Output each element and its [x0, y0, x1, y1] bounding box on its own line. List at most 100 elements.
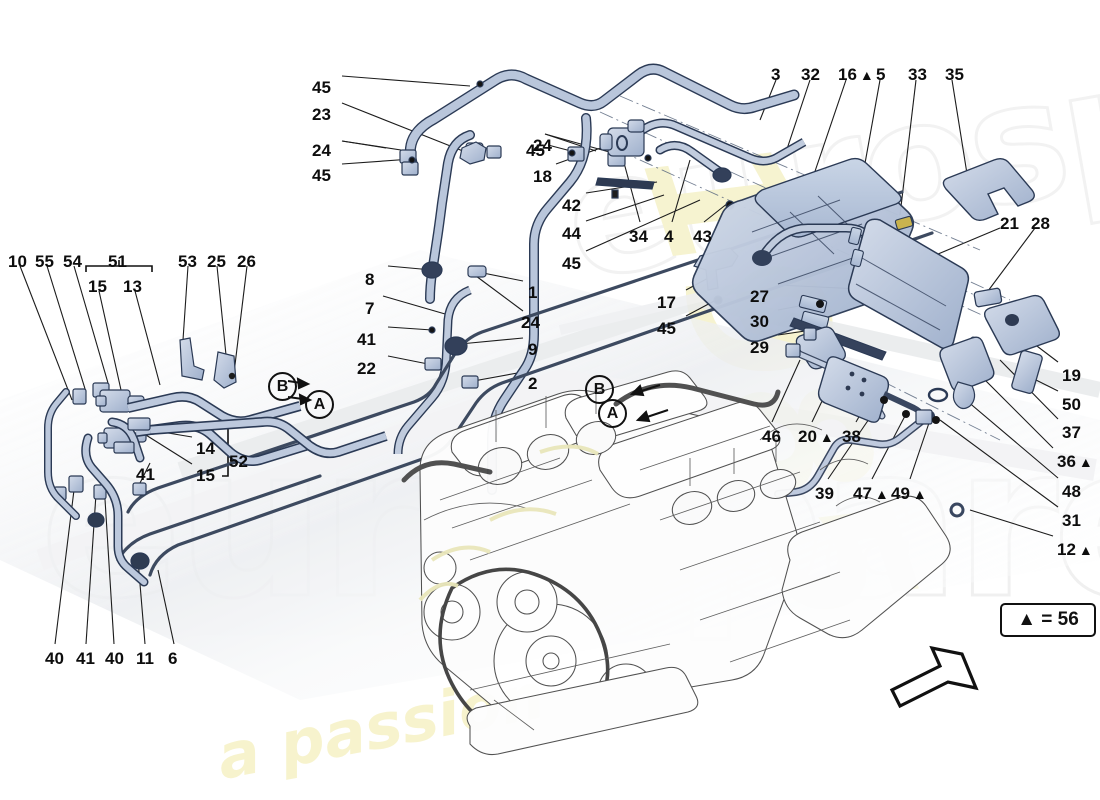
- leader-lines: [19, 75, 1059, 645]
- part-number-text: 12: [1057, 540, 1076, 559]
- part-number-label-31[interactable]: 31: [1062, 512, 1081, 529]
- part-number-label-54[interactable]: 54: [63, 253, 82, 270]
- part-number-label-28[interactable]: 28: [1031, 215, 1050, 232]
- part-number-label-34[interactable]: 34: [629, 228, 648, 245]
- part-number-label-53[interactable]: 53: [178, 253, 197, 270]
- part-number-label-51[interactable]: 51: [108, 253, 127, 270]
- triangle-icon: ▲: [859, 67, 874, 83]
- part-number-label-11[interactable]: 11: [136, 650, 154, 667]
- part-number-label-32[interactable]: 32: [801, 66, 820, 83]
- part-number-label-39[interactable]: 39: [815, 485, 834, 502]
- part-number-label-43[interactable]: 43: [693, 228, 712, 245]
- assembly-axes: [599, 95, 1031, 441]
- part-number-label-25[interactable]: 25: [207, 253, 226, 270]
- part-number-label-42[interactable]: 42: [562, 197, 581, 214]
- part-number-text: 33: [908, 65, 927, 84]
- triangle-icon: ▲: [874, 486, 889, 502]
- part-number-label-14[interactable]: 14: [196, 440, 215, 457]
- part-number-label-16[interactable]: 16▲: [838, 66, 874, 83]
- part-number-text: 40: [105, 649, 124, 668]
- part-number-label-17[interactable]: 17: [657, 294, 676, 311]
- part-number-label-29[interactable]: 29: [750, 339, 769, 356]
- part-number-label-40[interactable]: 40: [105, 650, 124, 667]
- part-number-label-13[interactable]: 13: [123, 278, 142, 295]
- part-number-label-37[interactable]: 37: [1062, 424, 1081, 441]
- part-number-label-18[interactable]: 18: [533, 168, 552, 185]
- part-number-label-6[interactable]: 6: [168, 650, 177, 667]
- part-number-text: 45: [562, 254, 581, 273]
- part-number-label-9[interactable]: 9: [528, 341, 537, 358]
- part-number-text: 7: [365, 299, 375, 318]
- part-number-text: 14: [196, 439, 215, 458]
- part-number-label-4[interactable]: 4: [664, 228, 673, 245]
- callout-circle-b-left[interactable]: B: [268, 372, 297, 401]
- fuel-vapour-hoses: [393, 63, 807, 495]
- part-number-text: 50: [1062, 395, 1081, 414]
- part-number-label-33[interactable]: 33: [908, 66, 927, 83]
- part-number-label-3[interactable]: 3: [771, 66, 780, 83]
- part-number-label-19[interactable]: 19: [1062, 367, 1081, 384]
- part-number-label-41[interactable]: 41: [357, 331, 376, 348]
- part-number-label-45[interactable]: 45: [657, 320, 676, 337]
- part-number-text: 45: [312, 166, 331, 185]
- part-number-text: 41: [136, 465, 155, 484]
- part-number-label-36[interactable]: 36▲: [1057, 453, 1093, 470]
- part-number-label-47[interactable]: 47▲: [853, 485, 889, 502]
- part-number-label-55[interactable]: 55: [35, 253, 54, 270]
- part-number-text: 31: [1062, 511, 1081, 530]
- part-number-label-26[interactable]: 26: [237, 253, 256, 270]
- part-number-label-20[interactable]: 20▲: [798, 428, 834, 445]
- part-number-label-24[interactable]: 24: [533, 137, 552, 154]
- callout-circle-a-right[interactable]: A: [598, 399, 627, 428]
- part-number-label-41[interactable]: 41: [76, 650, 95, 667]
- part-number-label-24[interactable]: 24: [521, 314, 540, 331]
- part-number-text: 45: [526, 141, 545, 160]
- part-number-label-38[interactable]: 38: [842, 428, 861, 445]
- part-number-label-2[interactable]: 2: [528, 375, 537, 392]
- part-number-label-45[interactable]: 45: [562, 255, 581, 272]
- part-number-label-48[interactable]: 48: [1062, 483, 1081, 500]
- part-number-label-10[interactable]: 10: [8, 253, 27, 270]
- part-number-label-21[interactable]: 21: [1000, 215, 1019, 232]
- part-number-text: 43: [693, 227, 712, 246]
- part-number-label-27[interactable]: 27: [750, 288, 769, 305]
- part-number-label-35[interactable]: 35: [945, 66, 964, 83]
- part-number-label-5[interactable]: 5: [876, 66, 885, 83]
- part-number-label-45[interactable]: 45: [526, 142, 545, 159]
- center-connectors: [399, 80, 652, 389]
- part-number-label-49[interactable]: 49▲: [891, 485, 927, 502]
- direction-arrow: [889, 645, 979, 709]
- triangle-icon: ▲: [1078, 454, 1093, 470]
- part-number-text: 13: [123, 277, 142, 296]
- part-number-label-15[interactable]: 15: [88, 278, 107, 295]
- part-number-label-40[interactable]: 40: [45, 650, 64, 667]
- part-number-label-8[interactable]: 8: [365, 271, 374, 288]
- part-number-text: 15: [88, 277, 107, 296]
- part-number-text: 38: [842, 427, 861, 446]
- part-number-label-7[interactable]: 7: [365, 300, 374, 317]
- part-number-text: 52: [229, 452, 248, 471]
- part-number-label-12[interactable]: 12▲: [1057, 541, 1093, 558]
- part-number-label-30[interactable]: 30: [750, 313, 769, 330]
- part-number-label-15[interactable]: 15: [196, 467, 215, 484]
- part-number-label-23[interactable]: 23: [312, 106, 331, 123]
- part-number-label-24[interactable]: 24: [312, 142, 331, 159]
- part-number-text: 19: [1062, 366, 1081, 385]
- part-number-label-44[interactable]: 44: [562, 225, 581, 242]
- pump-bracket-assembly: [785, 327, 940, 425]
- part-number-label-22[interactable]: 22: [357, 360, 376, 377]
- callout-circle-b-right[interactable]: B: [585, 375, 614, 404]
- part-number-label-50[interactable]: 50: [1062, 396, 1081, 413]
- part-number-label-41[interactable]: 41: [136, 466, 155, 483]
- part-number-text: 5: [876, 65, 886, 84]
- part-number-text: 1: [528, 283, 538, 302]
- part-number-text: 30: [750, 312, 769, 331]
- part-number-label-46[interactable]: 46: [762, 428, 781, 445]
- part-number-label-52[interactable]: 52: [229, 453, 248, 470]
- callout-circle-a-left[interactable]: A: [305, 390, 334, 419]
- part-number-label-45[interactable]: 45: [312, 167, 331, 184]
- part-number-label-45[interactable]: 45: [312, 79, 331, 96]
- part-number-label-1[interactable]: 1: [528, 284, 537, 301]
